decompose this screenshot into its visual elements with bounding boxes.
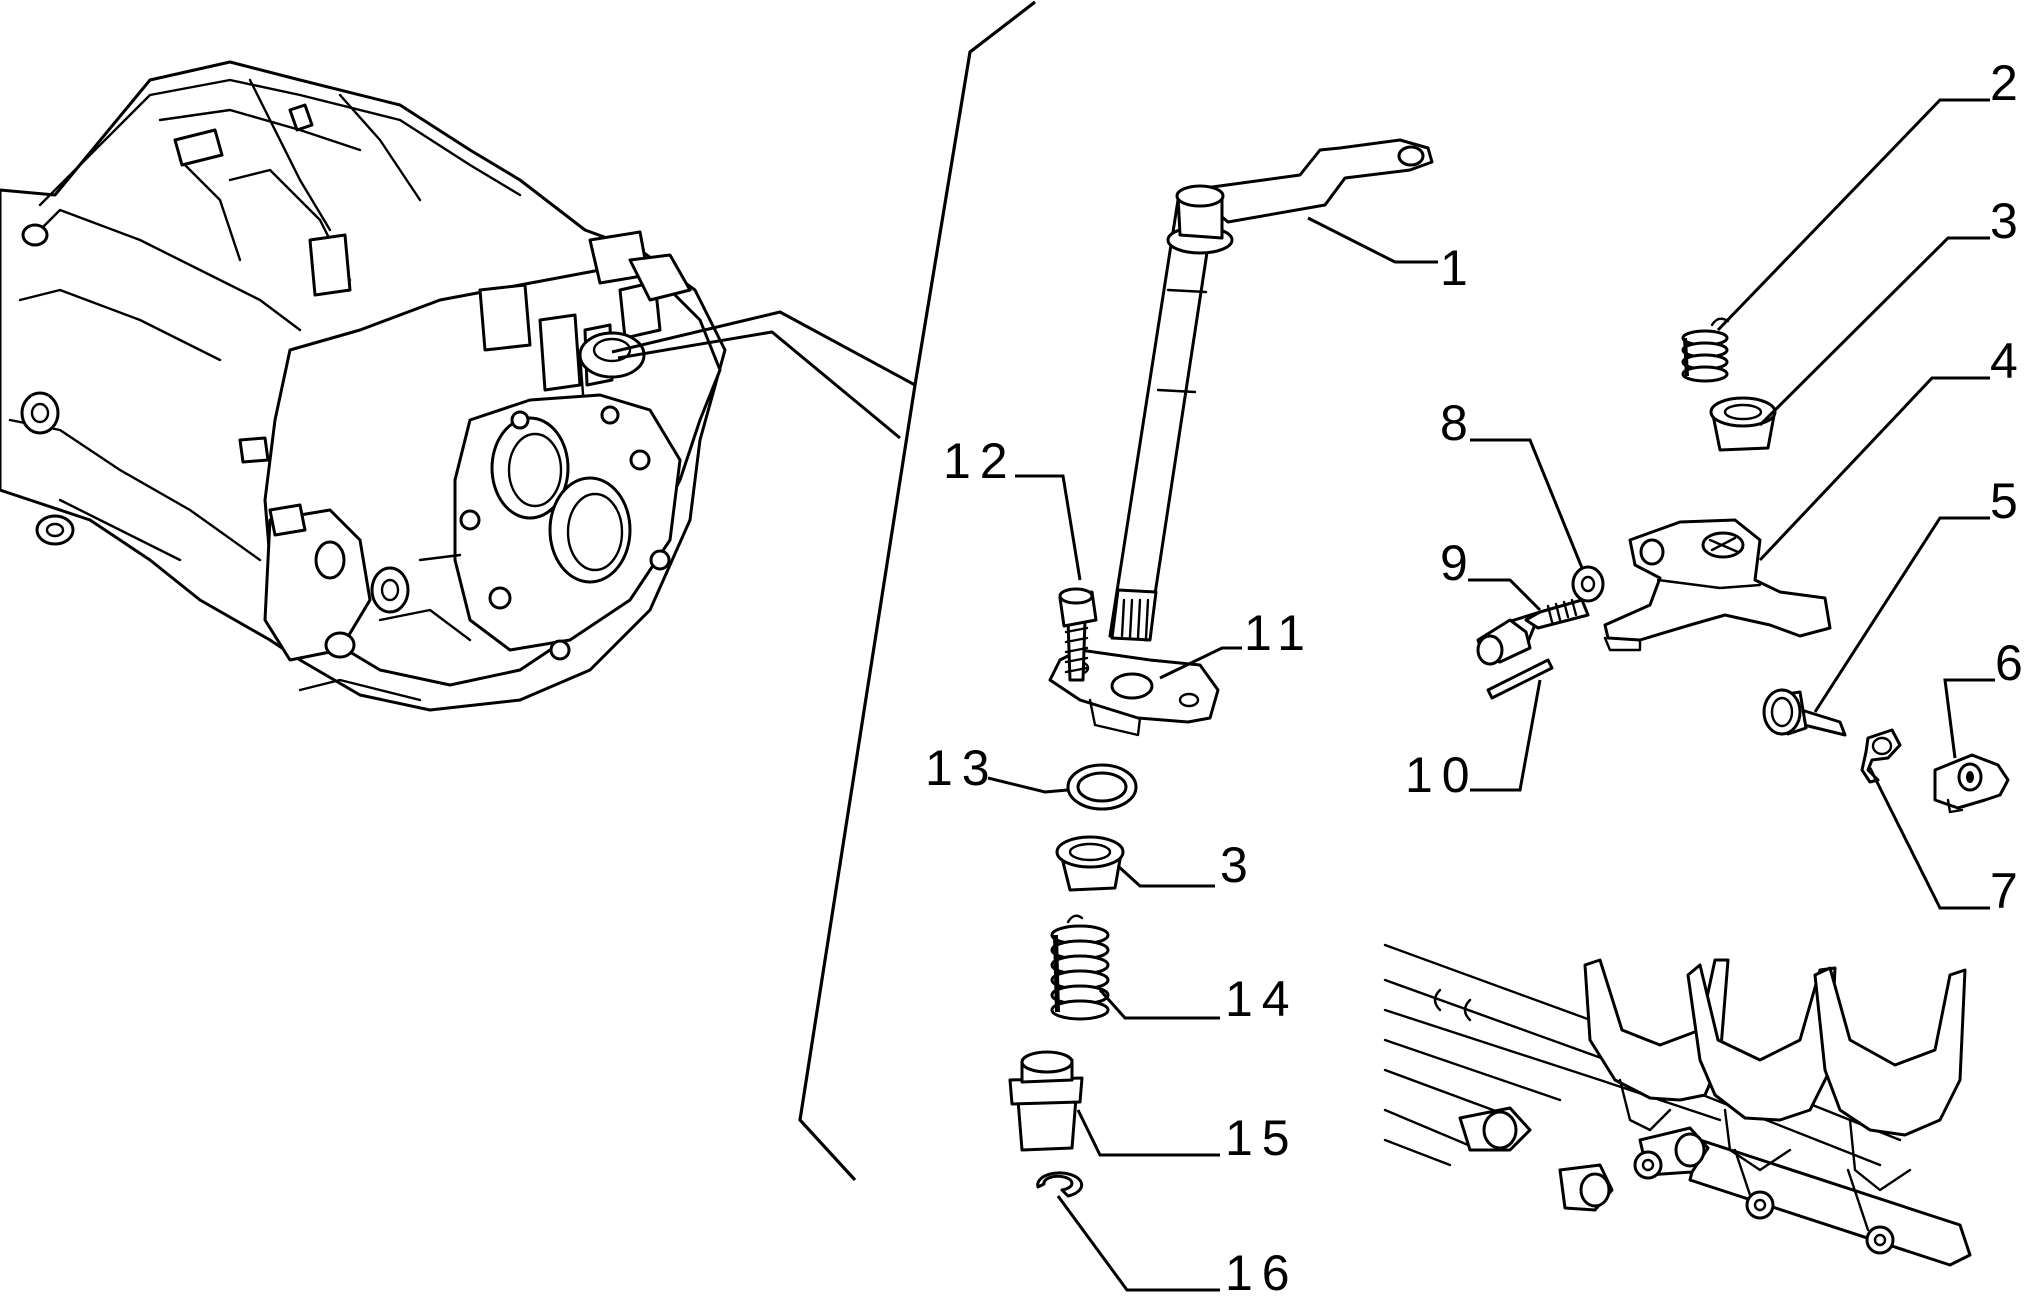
leader-11 [1159, 646, 1242, 680]
leader-15 [1076, 1109, 1220, 1157]
part-12-bolt [1058, 587, 1098, 682]
label-7: 7 [1990, 863, 2025, 919]
part-8-washer [1571, 565, 1605, 603]
label-10: 10 [1405, 747, 1479, 803]
label-3-lower: 3 [1220, 837, 1257, 893]
leader-14 [1098, 989, 1220, 1020]
part-16-circlip [1036, 1171, 1084, 1198]
leader-13 [987, 776, 1069, 794]
part-13-o-ring [1066, 763, 1138, 811]
label-3-upper: 3 [1990, 193, 2025, 249]
part-10-pin [1486, 658, 1554, 700]
leader-1 [1307, 216, 1438, 264]
part-9-screw [1476, 598, 1590, 666]
label-13: 13 [925, 740, 999, 796]
view-divider-line [798, 0, 1036, 1182]
leader-3-lower [1116, 864, 1215, 888]
gearbox-housing [0, 60, 727, 712]
part-1-selector-shaft [1108, 138, 1434, 642]
gearbox-leader-line [611, 310, 916, 387]
label-5: 5 [1990, 473, 2025, 529]
label-14: 14 [1225, 971, 1299, 1027]
part-5-pivot-pin [1762, 688, 1847, 737]
part-4-selector-finger [1603, 518, 1832, 652]
leader-12 [1015, 474, 1082, 581]
label-9: 9 [1440, 535, 1477, 591]
label-16: 16 [1225, 1245, 1299, 1296]
part-6-cam-block [1933, 753, 2010, 814]
label-2: 2 [1990, 55, 2025, 111]
part-15-plug [1008, 1050, 1084, 1152]
label-6: 6 [1995, 635, 2025, 691]
leader-5 [1813, 516, 1990, 713]
leader-7 [1868, 767, 1990, 910]
leader-16 [1056, 1195, 1220, 1292]
label-8: 8 [1440, 395, 1477, 451]
leader-3-upper [1758, 236, 1990, 427]
part-3-bushing-lower [1055, 835, 1125, 892]
leader-6 [1943, 678, 1995, 759]
label-1: 1 [1440, 240, 1477, 296]
leader-8 [1470, 438, 1584, 569]
label-11: 11 [1244, 605, 1314, 661]
part-3-bushing-upper [1709, 396, 1777, 452]
leader-10 [1470, 679, 1542, 792]
label-15: 15 [1225, 1110, 1299, 1166]
leader-4 [1758, 376, 1990, 562]
selector-rods-and-forks [1383, 943, 1972, 1267]
leader-9 [1468, 578, 1542, 612]
part-14-spring [1050, 914, 1110, 1021]
leader-2 [1716, 98, 1990, 332]
label-12: 12 [943, 433, 1017, 489]
label-4: 4 [1990, 333, 2025, 389]
part-7-clip [1860, 728, 1902, 784]
part-2-spring [1681, 317, 1730, 383]
gearbox-leader-line-lower [617, 330, 901, 440]
